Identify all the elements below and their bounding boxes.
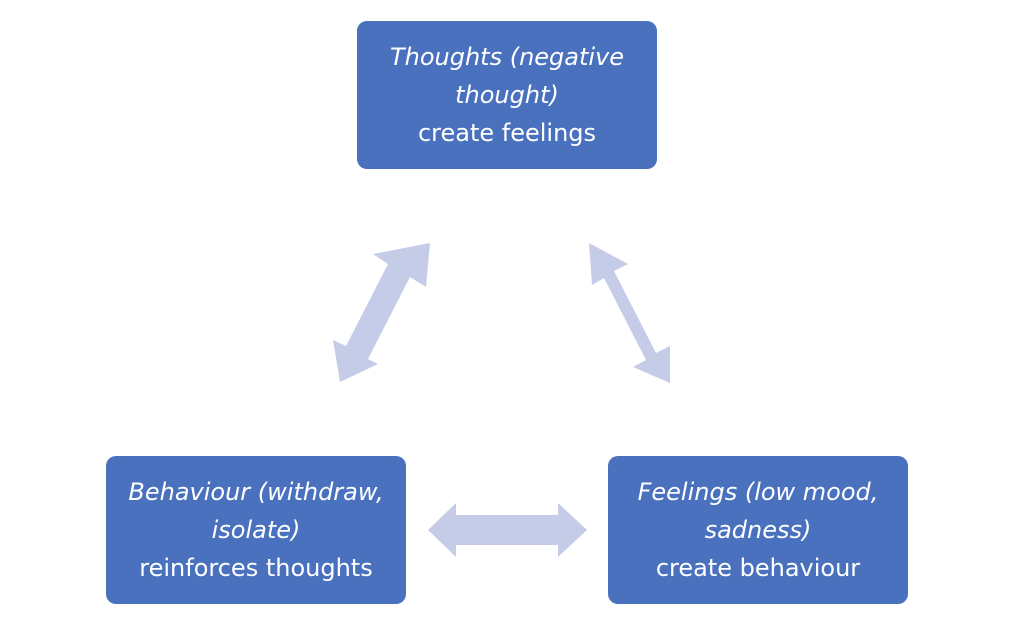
- node-thoughts-description: create feelings: [417, 119, 597, 147]
- node-feelings-title-line2: sadness): [704, 516, 812, 544]
- node-behaviour-description: reinforces thoughts: [139, 554, 373, 582]
- node-thoughts-title-line2: thought): [455, 81, 559, 109]
- node-thoughts: Thoughts (negative thought) create feeli…: [357, 21, 657, 169]
- arrow-thoughts-behaviour: [333, 243, 430, 382]
- node-feelings-description: create behaviour: [655, 554, 861, 582]
- node-feelings: Feelings (low mood, sadness) create beha…: [608, 456, 908, 604]
- node-behaviour-title-line2: isolate): [211, 516, 301, 544]
- node-thoughts-title-line1: Thoughts (negative: [389, 43, 625, 71]
- node-behaviour-title-line1: Behaviour (withdraw,: [128, 478, 384, 506]
- node-behaviour: Behaviour (withdraw, isolate) reinforces…: [106, 456, 406, 604]
- arrow-thoughts-feelings: [589, 243, 670, 383]
- node-feelings-title-line1: Feelings (low mood,: [637, 478, 879, 506]
- arrow-behaviour-feelings: [428, 503, 587, 557]
